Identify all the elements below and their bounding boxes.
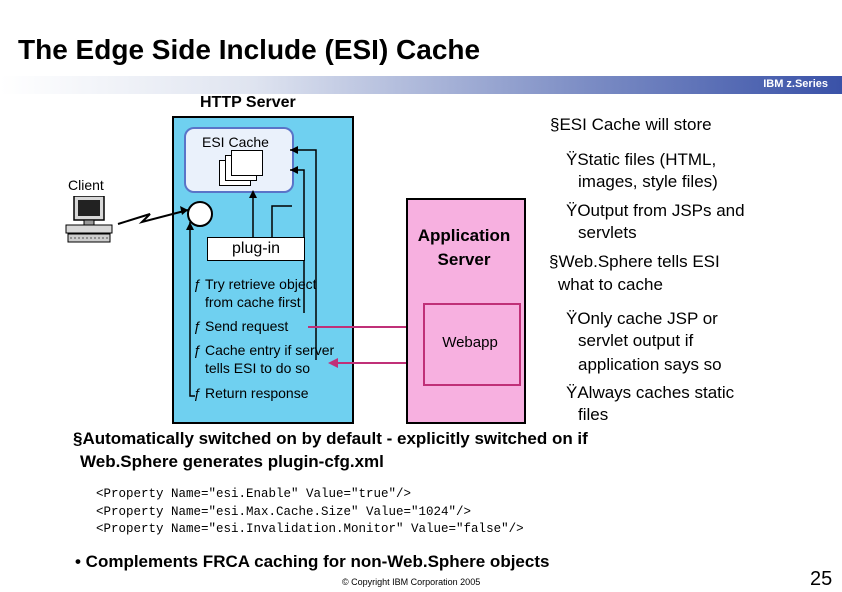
step-marker: ƒ	[193, 318, 201, 334]
webapp-box	[423, 303, 521, 386]
bullet-text: §Web.Sphere tells ESI	[549, 252, 720, 271]
webapp-label: Webapp	[442, 334, 498, 351]
code-line: <Property Name="esi.Max.Cache.Size" Valu…	[96, 505, 472, 519]
bullet-text: §Automatically switched on by default - …	[73, 429, 588, 448]
step-text: Cache entry if server	[205, 342, 335, 358]
step-marker: ƒ	[193, 385, 201, 401]
bullet-text: Web.Sphere generates plugin-cfg.xml	[80, 452, 384, 471]
sub-bullet-text: images, style files)	[578, 172, 718, 191]
page-title: The Edge Side Include (ESI) Cache	[18, 34, 481, 65]
step-marker: ƒ	[193, 342, 201, 358]
bullet-text: • Complements FRCA caching for non-Web.S…	[75, 552, 550, 571]
step-text: Try retrieve object	[205, 276, 317, 292]
client-label: Client	[68, 177, 104, 193]
app-label-line: Application	[417, 226, 511, 245]
esi-cache-label: ESI Cache	[202, 134, 269, 150]
step-text: Send request	[205, 318, 289, 334]
sub-bullet-text: ŸStatic files (HTML,	[566, 150, 717, 169]
step-text: tells ESI to do so	[205, 360, 311, 376]
bullet-text: what to cache	[558, 275, 663, 294]
brand-label: IBM z.Series	[763, 78, 828, 90]
sub-bullet-text: ŸAlways caches static	[566, 383, 735, 402]
sub-bullet-text: files	[578, 405, 609, 424]
sub-bullet-text: application says so	[578, 355, 722, 374]
step-marker: ƒ	[193, 276, 201, 292]
computer-icon	[65, 196, 113, 243]
sub-bullet-text: servlet output if	[578, 331, 694, 350]
sub-bullet-text: servlets	[578, 223, 637, 242]
sub-bullet-text: ŸOutput from JSPs and	[566, 201, 745, 220]
step-text: from cache first	[205, 294, 301, 310]
http-server-label: HTTP Server	[200, 94, 296, 111]
app-label-line: Server	[437, 250, 491, 269]
plugin-box: plug-in	[207, 237, 305, 261]
sub-bullet-text: ŸOnly cache JSP or	[566, 309, 718, 328]
step-text: Return response	[205, 385, 309, 401]
code-line: <Property Name="esi.Invalidation.Monitor…	[96, 522, 524, 536]
code-line: <Property Name="esi.Enable" Value="true"…	[96, 487, 412, 501]
page-number: 25	[810, 568, 833, 590]
bullet-text: §ESI Cache will store	[550, 115, 712, 134]
application-server-label: Application Server	[408, 224, 520, 272]
title-bar	[0, 76, 842, 94]
cache-page-icon	[231, 150, 263, 176]
plugin-connector-circle	[187, 201, 213, 227]
copyright-text: © Copyright IBM Corporation 2005	[342, 577, 481, 587]
